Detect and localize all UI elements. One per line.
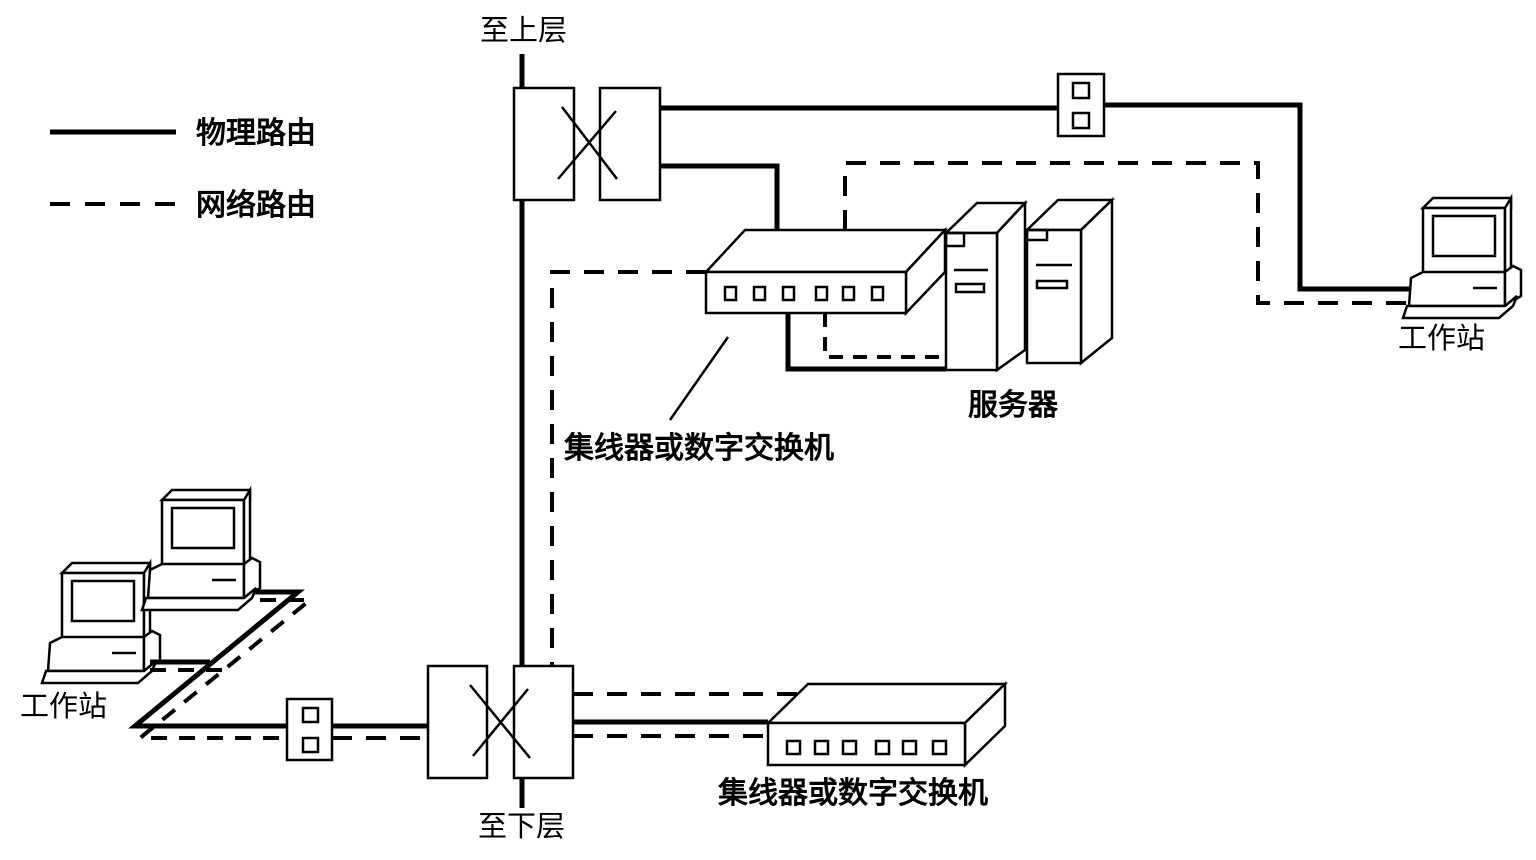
hub-port [785, 739, 802, 756]
physical-link-hub-to-server [785, 313, 946, 372]
monitor-screen [1431, 214, 1497, 258]
hub-port [752, 285, 767, 302]
hub-switch-bottom [764, 681, 1009, 768]
physical-link-to-workstation-right [1104, 102, 1410, 292]
monitor-side [242, 485, 252, 568]
server-front-face [1025, 228, 1083, 365]
legend-network-route-label: 网络路由 [196, 188, 316, 223]
keyboard [140, 587, 258, 612]
monitor-side [1503, 193, 1513, 276]
cross-connect-line [472, 688, 529, 757]
monitor-screen [70, 579, 136, 623]
patch-panel-right-block [512, 664, 575, 780]
hub-top-face [703, 228, 948, 274]
physical-link-panel-to-hub [660, 163, 780, 230]
servers-label: 服务器 [968, 388, 1059, 423]
server-side-face [1079, 197, 1114, 366]
workstation-left-label: 工作站 [20, 689, 107, 723]
hub-label-pointer [668, 336, 730, 421]
outlet-jack [301, 706, 320, 724]
hub-switch-top-label: 集线器或数字交换机 [563, 431, 834, 466]
hub-switch-top [703, 226, 948, 317]
wall-outlet-bottom [285, 697, 334, 762]
cross-connect-line [557, 110, 617, 180]
wall-outlet-top [1056, 72, 1106, 138]
patch-panel-bottom [426, 664, 575, 780]
server-2 [1023, 197, 1116, 366]
physical-link-workstations-to-outlet [128, 589, 305, 729]
outlet-jack [301, 736, 320, 754]
monitor-screen [170, 506, 236, 550]
server-drive-bay [1025, 228, 1049, 242]
hub-port [931, 739, 948, 756]
hub-ports [785, 739, 948, 756]
workstation-left-back [140, 485, 262, 612]
hub-front-face [766, 721, 967, 767]
legend: 物理路由 网络路由 [50, 116, 316, 223]
server-front-face [944, 231, 999, 372]
server-side-face [995, 199, 1027, 373]
patch-panel-left-block [512, 86, 576, 202]
hub-ports [723, 285, 885, 302]
workstation-right [1401, 193, 1523, 320]
hub-port [870, 285, 885, 302]
workstation-left-front [40, 558, 162, 685]
monitor-top [1419, 196, 1513, 210]
outlet-jack [1071, 111, 1091, 130]
hub-port [814, 285, 829, 302]
to-lower-floor-label: 至下层 [478, 809, 565, 843]
hub-port [874, 739, 891, 756]
hub-port [781, 285, 796, 302]
patch-panel-top [512, 86, 662, 202]
network-route-workstations-to-outlet [134, 598, 316, 740]
hub-port [841, 739, 858, 756]
hub-switch-bottom-label: 集线器或数字交换机 [717, 776, 988, 811]
monitor-top [158, 488, 252, 502]
keyboard [1401, 295, 1519, 320]
server-button [1035, 279, 1069, 290]
network-route-hub-to-lower-panel [550, 270, 706, 666]
server-1 [942, 199, 1028, 373]
server-drive-bay [944, 231, 966, 248]
legend-physical-route-label: 物理路由 [196, 116, 316, 151]
network-route-hub-to-server [823, 313, 946, 359]
server-button [954, 282, 986, 294]
hub-port [841, 285, 856, 302]
patch-panel-left-block [426, 664, 489, 780]
outlet-jack [1071, 81, 1091, 100]
monitor-top [58, 561, 152, 575]
hub-port [901, 739, 918, 756]
network-route-hub-to-workstation [843, 161, 1406, 305]
workstation-right-label: 工作站 [1398, 321, 1485, 355]
to-upper-floor-label: 至上层 [480, 13, 567, 47]
patch-panel-right-block [598, 86, 662, 202]
hub-port [723, 285, 738, 302]
hub-port [813, 739, 830, 756]
